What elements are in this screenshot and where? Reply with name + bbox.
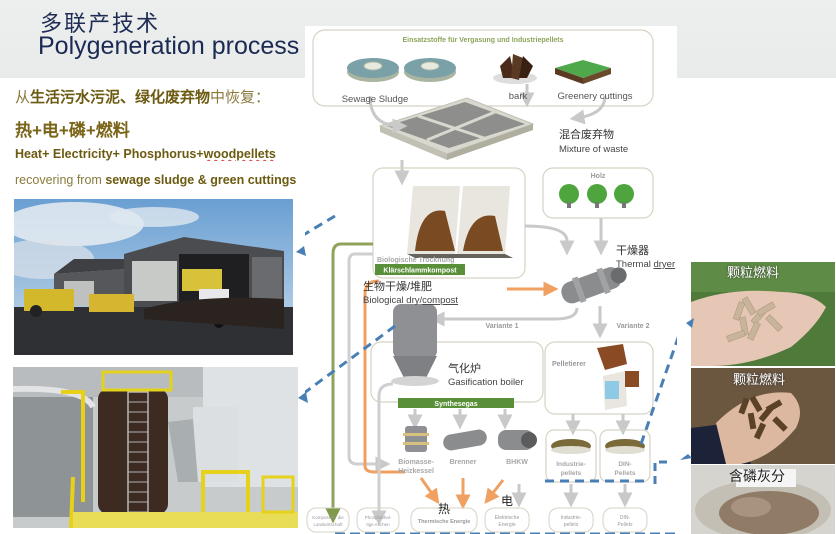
label-mixture-en: Mixture of waste [559,144,628,155]
label-gasif-en: Gasification boiler [448,377,524,388]
thermal-dryer-icon [561,267,627,304]
process-diagram: Einsatzstoffe für Vergasung und Industri… [305,26,677,534]
output-phos-2: tige Aschen [366,522,390,527]
label-bhkw: BHKW [506,459,528,466]
compost-bins-icon [407,186,513,258]
label-greenery: Greenery cuttings [558,91,633,102]
intro-line-source-en: recovering from sewage sludge & green cu… [15,173,308,187]
phosphorus-ash-label: 含磷灰分 [729,468,785,484]
label-bio-dry-en-pre: Biological dry/ [363,295,422,306]
label-bio-dry-cn: 生物干燥/堆肥 [363,279,432,293]
output-kompost-1: Kompost für die [312,515,344,520]
output-electric-box [484,507,530,533]
bio-drying-box [372,167,526,279]
sewage-sludge-tanks-icon [347,58,456,82]
biomass-boiler-icon [403,426,429,452]
input-box-title: Einsatzstoffe für Vergasung und Industri… [402,37,563,44]
burner-icon [443,429,487,451]
label-dryer-cn: 干燥器 [616,244,649,257]
label-bio-dry-en: Biological dry/compost [363,295,458,306]
label-variante-2: Variante 2 [616,323,649,330]
label-gasif-cn: 气化炉 [448,361,481,375]
intro-line3-squiggle: woodpellets [203,147,276,161]
industrie-pellets-box [545,429,597,483]
output-thermal-box [410,507,478,533]
output-din-2: Pellets [617,522,633,528]
output-kompost-box [306,507,350,533]
label-din-pellets-1: DIN- [618,461,631,468]
wood-pellets-label: 颗粒燃料 [727,265,780,280]
label-din-pellets-2: Pellets [615,470,636,477]
label-pelletierer: Pelletierer [552,361,586,368]
intro-line4-pre: recovering from [15,173,106,187]
output-elec-1: Elektrische [495,515,520,521]
output-ind-1: Industrie- [561,515,582,521]
output-kompost-2: Landwirtschaft [313,522,343,527]
label-industrie-pellets-2: pellets [561,470,582,477]
output-industrie-box [548,507,594,533]
label-bark: bark [509,91,528,102]
pelletizer-machine-icon [597,344,639,410]
wood-pellets-photo: 颗粒燃料 [691,262,835,366]
trees-icon [559,184,634,208]
mixing-tray-icon [378,97,535,160]
label-biomasse: Biomasse- [398,459,434,466]
output-din-1: DIN- [620,515,631,521]
intro-line1-post: 中恢复： [210,89,271,106]
intro-line-products-en: Heat+ Electricity+ Phosphorus+woodpellet… [15,147,308,161]
label-brenner: Brenner [450,459,477,466]
intro-line4-bold: sewage sludge & green cuttings [105,173,297,187]
label-compost-de: Klärschlammkompost [383,268,457,275]
intro-line1-pre: 从 [15,89,31,106]
composting-hall-photo [14,199,293,355]
label-industrie-pellets-1: Industrie- [556,461,586,468]
label-elec-cn: 电 [501,494,513,508]
holz-box [542,167,654,219]
gasifier-silo-icon [391,304,439,386]
label-variante-1: Variante 1 [485,323,518,330]
label-sewage-sludge: Sewage Sludge [342,94,409,105]
sludge-pellets-label: 颗粒燃料 [733,372,786,387]
label-heizkessel: Heizkessel [398,468,434,475]
pelletierer-box [544,341,654,415]
intro-line-recover-cn: 从生活污水污泥、绿化废弃物中恢复： [15,86,270,107]
output-elec-2: Energie [498,522,515,528]
label-dryer-en: Thermal dryer [616,259,675,270]
label-dryer-en-squig: dryer [653,259,675,270]
output-thermal: Thermische Energie [418,519,471,525]
label-bio-dry-en-squig: compost [422,295,458,306]
output-phosphate-box [356,507,400,533]
intro-line3-pre: Heat+ Electricity+ Phosphorus+ [15,147,204,161]
intro-line-products-cn: 热+电+磷+燃料 [15,121,130,140]
gasifier-plant-photo [13,367,298,528]
output-ind-2: pellets [564,522,579,528]
bhkw-icon [498,430,537,450]
bark-icon [493,54,537,84]
greenery-cuttings-icon [555,60,611,84]
phosphorus-ash-photo: 含磷灰分 [691,465,835,534]
sludge-pellets-photo: 颗粒燃料 [691,368,835,464]
output-din-box [602,507,648,533]
label-dryer-en-pre: Thermal [616,259,653,270]
label-holz: Holz [591,173,606,180]
slide-title-english: Polygeneration process [38,32,300,60]
label-mixture-cn: 混合废弃物 [559,127,614,141]
output-phos-1: Phosphathal- [365,515,392,520]
compost-label-strip [375,264,465,275]
label-synthesegas: Synthesegas [434,401,477,408]
label-heat-cn: 热 [438,502,450,516]
intro-line1-bold: 生活污水污泥、绿化废弃物 [30,89,211,106]
synthesegas-bar [398,398,514,408]
slide-title-chinese: 多联产技术 [40,12,161,37]
label-bio-drying-de: Biologische Trocknung [377,257,454,264]
